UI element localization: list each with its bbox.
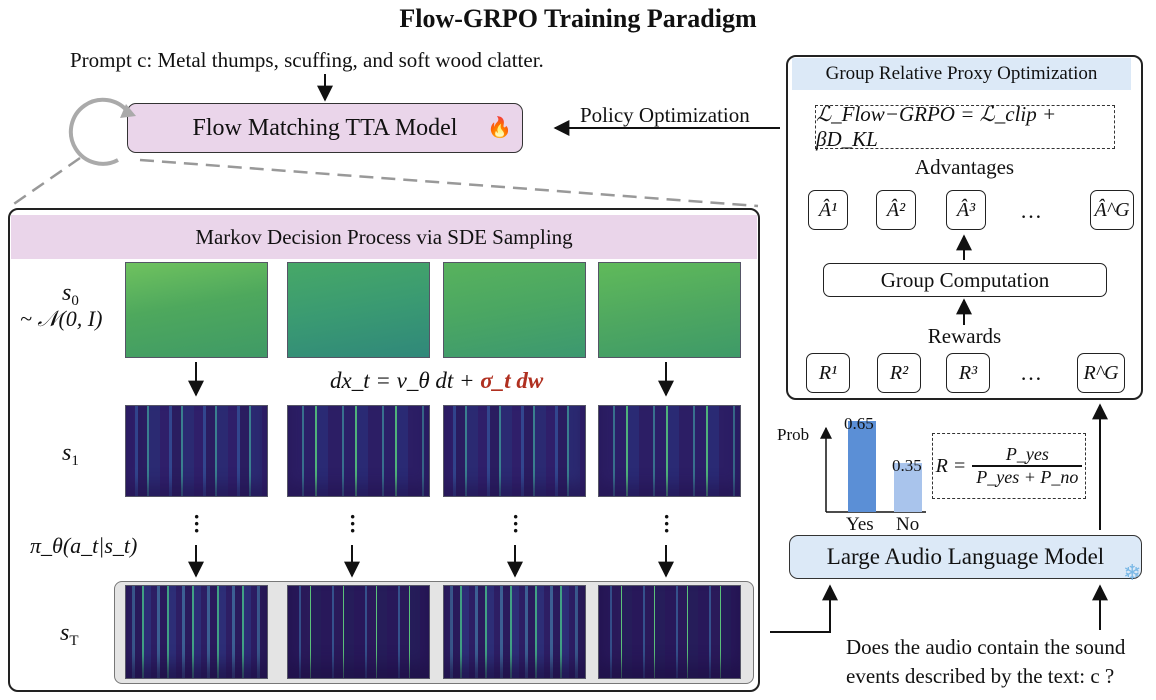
- grpo-header: Group Relative Proxy Optimization: [792, 58, 1131, 90]
- vdots-4: ···: [663, 504, 671, 543]
- prompt-text: Prompt c: Metal thumps, scuffing, and so…: [70, 48, 544, 72]
- advantage-token-3: Â³: [946, 190, 986, 230]
- grpo-panel: [786, 55, 1143, 400]
- tta-model-label: Flow Matching TTA Model: [192, 114, 458, 141]
- advantage-token-2: Â²: [876, 190, 916, 230]
- yes-value-label: 0.65: [844, 414, 874, 433]
- policy-label: π_θ(a_t|s_t): [30, 533, 138, 558]
- reward-token-1: R¹: [806, 353, 850, 393]
- sT-spectrogram-1: [125, 585, 268, 679]
- vdots-1: ···: [193, 504, 201, 543]
- s1-label: s1: [62, 440, 79, 469]
- zoom-line-left: [7, 156, 81, 210]
- mdp-panel: [8, 208, 760, 692]
- audio-to-lalm-arrow: [770, 584, 838, 633]
- prob-bar-yes: [848, 421, 876, 512]
- s0-noise-image-1: [125, 262, 268, 358]
- no-category-label: No: [896, 514, 920, 535]
- s1-spectrogram-3: [443, 405, 586, 497]
- lalm-box: Large Audio Language Model: [789, 535, 1142, 579]
- advantage-token-1: Â¹: [808, 190, 848, 230]
- self-loop-arc: [68, 97, 130, 166]
- reward-token-2: R²: [877, 353, 921, 393]
- diagram-title: Flow-GRPO Training Paradigm: [399, 4, 757, 33]
- snowflake-icon: ❄: [1123, 560, 1142, 585]
- sT-spectrogram-2: [287, 585, 430, 679]
- sde-equation: dx_t = v_θ dt + σ_t dw: [330, 368, 544, 393]
- s0-noise-image-3: [443, 262, 586, 358]
- tta-model-box: Flow Matching TTA Model 🔥: [127, 103, 523, 153]
- no-value-label: 0.35: [892, 456, 922, 475]
- advantage-token-g: Â^G: [1090, 190, 1134, 230]
- prob-bar-no: [894, 463, 922, 512]
- reward-fraction: P_yes P_yes + P_no: [972, 444, 1083, 488]
- group-computation-box: Group Computation: [823, 263, 1107, 297]
- question-text: Does the audio contain the sound events …: [846, 633, 1125, 691]
- advantages-label: Advantages: [914, 155, 1015, 179]
- sT-label: sT: [60, 620, 79, 649]
- sT-spectrogram-3: [443, 585, 586, 679]
- zoom-line-right: [139, 158, 759, 208]
- s0-label: s0: [62, 280, 79, 309]
- reward-numerator: P_yes: [1005, 444, 1049, 465]
- vdots-2: ···: [349, 504, 357, 543]
- noise-term: σ_t dw: [480, 368, 544, 393]
- s1-spectrogram-4: [598, 405, 741, 497]
- sT-spectrogram-4: [598, 585, 741, 679]
- fire-icon: 🔥: [487, 117, 512, 139]
- reward-token-g: R^G: [1077, 353, 1125, 393]
- reward-denominator: P_yes + P_no: [976, 466, 1079, 487]
- reward-token-3: R³: [946, 353, 990, 393]
- reward-formula-lhs: R =: [935, 454, 967, 477]
- mdp-header: Markov Decision Process via SDE Sampling: [11, 215, 757, 259]
- advantage-ellipsis: …: [1020, 198, 1042, 223]
- yes-category-label: Yes: [846, 514, 874, 535]
- policy-optimization-label: Policy Optimization: [580, 103, 750, 127]
- s0-noise-image-4: [598, 262, 741, 358]
- question-line-1: Does the audio contain the sound: [846, 635, 1126, 659]
- reward-ellipsis: …: [1020, 360, 1042, 385]
- s1-spectrogram-2: [287, 405, 430, 497]
- rewards-label: Rewards: [927, 324, 1002, 348]
- prob-axis-label: Prob: [777, 425, 810, 444]
- self-loop-arrowhead: [120, 104, 136, 118]
- loss-formula: ℒ_Flow−GRPO = ℒ_clip + βD_KL: [815, 102, 1115, 151]
- question-line-2: events described by the text: c ?: [846, 664, 1115, 688]
- s0-noise-image-2: [287, 262, 430, 358]
- reward-formula: R = P_yes P_yes + P_no: [932, 433, 1086, 499]
- s0-distribution: ~ 𝒩(0, I): [20, 306, 103, 331]
- s1-spectrogram-1: [125, 405, 268, 497]
- vdots-3: ···: [512, 504, 520, 543]
